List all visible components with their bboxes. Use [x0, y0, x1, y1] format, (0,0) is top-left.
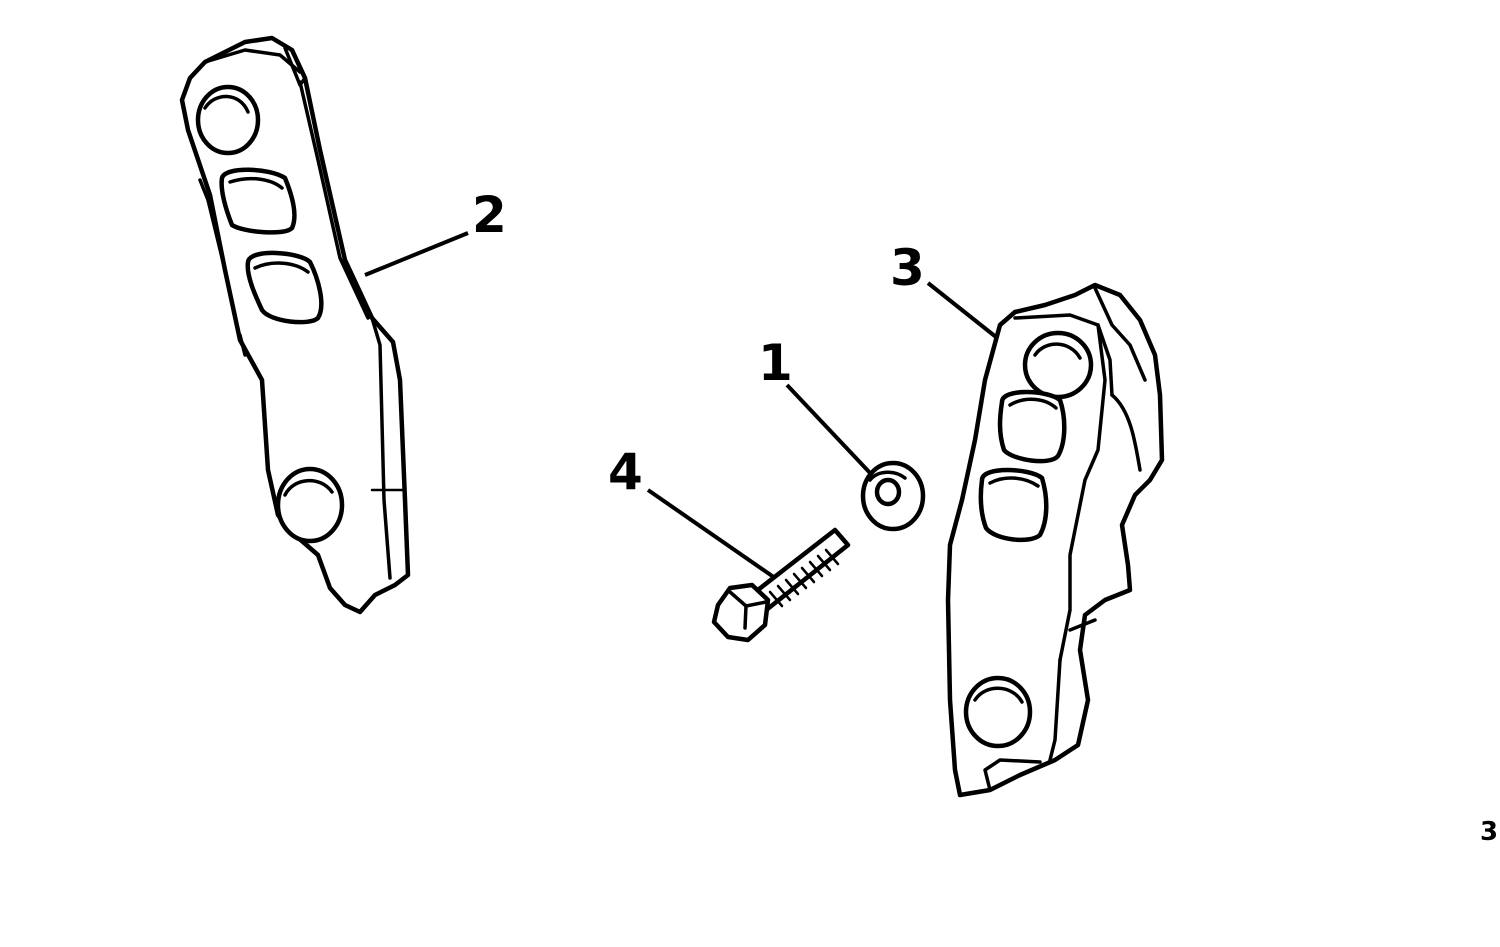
callout-label-4: 4 [608, 443, 643, 501]
callout-3-leader [926, 281, 998, 339]
callout-label-3: 3 [890, 239, 925, 297]
callout-2-leader [364, 231, 469, 277]
callout-label-2: 2 [472, 186, 507, 244]
callout-1-leader [785, 383, 874, 477]
washer-part [860, 460, 926, 532]
right-bracket-part [945, 282, 1165, 798]
bolt-part [711, 527, 851, 643]
figure-reference: 3 [1480, 817, 1498, 847]
left-bracket-part [179, 35, 411, 615]
callout-label-1: 1 [758, 334, 793, 392]
callout-4-leader [646, 488, 777, 580]
